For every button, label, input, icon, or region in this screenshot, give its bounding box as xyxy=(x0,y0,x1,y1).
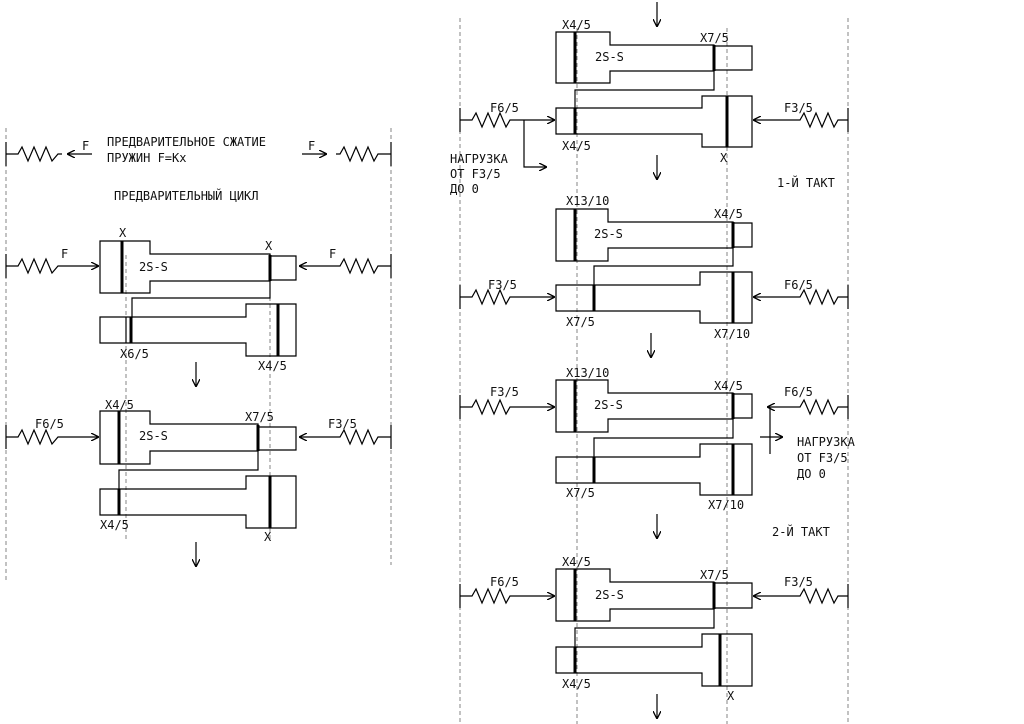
position-label: X4/5 xyxy=(562,139,591,153)
position-label: X7/10 xyxy=(714,327,750,341)
force-label: F xyxy=(82,139,89,153)
assembly-2 xyxy=(5,410,392,529)
guide-lines xyxy=(5,18,849,724)
part-label: 2S-S xyxy=(139,429,168,443)
position-label: X4/5 xyxy=(258,359,287,373)
position-label: X7/5 xyxy=(566,315,595,329)
force-label: F xyxy=(308,139,315,153)
part-label: 2S-S xyxy=(595,50,624,64)
cycle-title: ПРЕДВАРИТЕЛЬНЫЙ ЦИКЛ xyxy=(114,188,259,203)
force-label: F6/5 xyxy=(784,278,813,292)
force-label: F3/5 xyxy=(784,575,813,589)
force-label: F6/5 xyxy=(784,385,813,399)
preload-title-line1: ПРЕДВАРИТЕЛЬНОЕ СЖАТИЕ xyxy=(107,135,266,149)
assembly-1 xyxy=(5,240,392,357)
force-label: F xyxy=(61,247,68,261)
assembly-r3 xyxy=(459,379,849,496)
position-label: X xyxy=(720,151,728,165)
force-label: F3/5 xyxy=(490,385,519,399)
position-label: X4/5 xyxy=(714,379,743,393)
position-label: X4/5 xyxy=(562,677,591,691)
position-label: X7/5 xyxy=(700,31,729,45)
tact-2-label: 2-Й ТАКТ xyxy=(772,524,830,539)
load-label-line2: ОТ F3/5 xyxy=(797,451,848,465)
tact-1-label: 1-Й ТАКТ xyxy=(777,175,835,190)
force-label: F3/5 xyxy=(328,417,357,431)
force-label: F6/5 xyxy=(490,575,519,589)
preload-section xyxy=(5,142,392,166)
load-label-line2: ОТ F3/5 xyxy=(450,167,501,181)
position-label: X xyxy=(264,530,272,544)
position-label: X4/5 xyxy=(714,207,743,221)
load-label-line1: НАГРУЗКА xyxy=(797,435,856,449)
position-label: X6/5 xyxy=(120,347,149,361)
assembly-r2 xyxy=(459,208,849,324)
part-label: 2S-S xyxy=(595,588,624,602)
position-label: X xyxy=(119,226,127,240)
position-label: X13/10 xyxy=(566,194,609,208)
load-label-line3: ДО 0 xyxy=(797,467,826,481)
position-label: X7/5 xyxy=(245,410,274,424)
assembly-r1 xyxy=(459,31,849,167)
position-label: X4/5 xyxy=(100,518,129,532)
position-label: X xyxy=(265,239,273,253)
position-label: X xyxy=(727,689,735,703)
preload-title-line2: ПРУЖИН F=Kx xyxy=(107,151,186,165)
position-label: X7/5 xyxy=(566,486,595,500)
part-label: 2S-S xyxy=(594,398,623,412)
load-label-line3: ДО 0 xyxy=(450,182,479,196)
load-label-line1: НАГРУЗКА xyxy=(450,152,509,166)
assembly-r4 xyxy=(459,568,849,687)
position-label: X4/5 xyxy=(562,555,591,569)
force-label: F xyxy=(329,247,336,261)
part-label: 2S-S xyxy=(139,260,168,274)
force-label: F6/5 xyxy=(35,417,64,431)
position-label: X7/5 xyxy=(700,568,729,582)
position-label: X13/10 xyxy=(566,366,609,380)
force-label: F3/5 xyxy=(488,278,517,292)
force-label: F3/5 xyxy=(784,101,813,115)
position-label: X7/10 xyxy=(708,498,744,512)
position-label: X4/5 xyxy=(105,398,134,412)
part-label: 2S-S xyxy=(594,227,623,241)
position-label: X4/5 xyxy=(562,18,591,32)
force-label: F6/5 xyxy=(490,101,519,115)
